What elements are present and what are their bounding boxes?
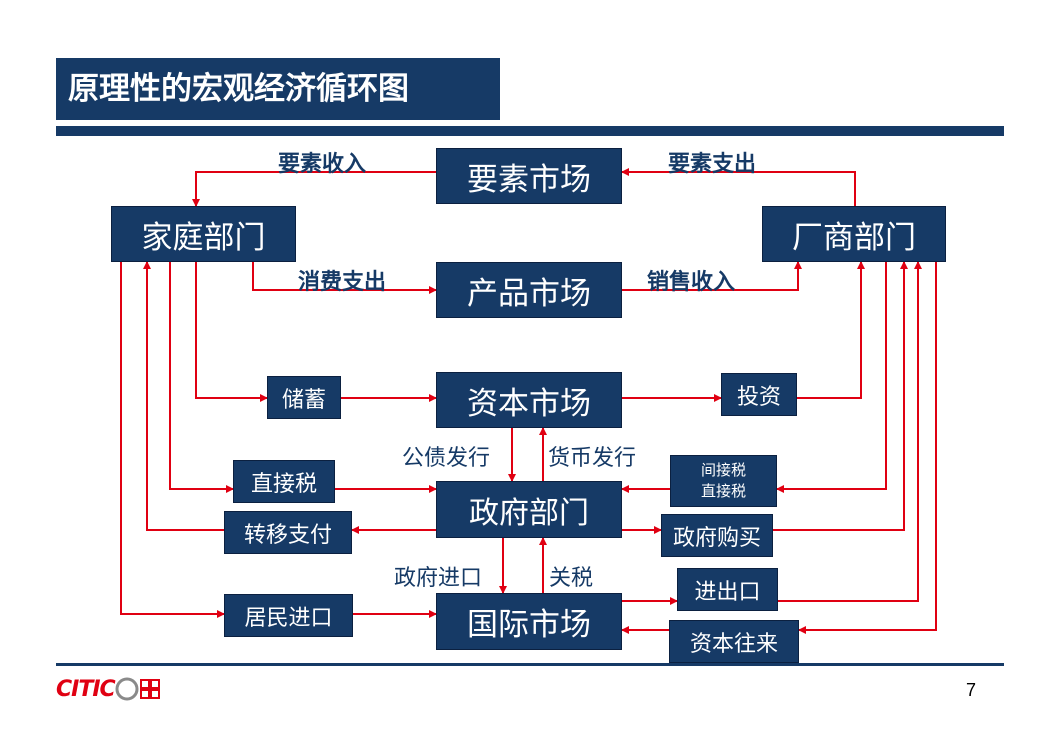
arrow-household-savings: [195, 262, 268, 402]
node-firm: 厂商部门: [762, 206, 946, 262]
node-government: 政府部门: [436, 481, 622, 538]
arrow-investment-firm: [797, 261, 865, 399]
node-transfer-payment: 转移支付: [224, 511, 352, 554]
arrow-consumption: [252, 262, 437, 294]
arrow-transfer-household: [143, 261, 224, 531]
node-savings: 储蓄: [267, 376, 341, 419]
title-rule: [56, 126, 1004, 136]
node-direct-tax: 直接税: [233, 460, 335, 503]
citic-logo: CITIC: [56, 676, 165, 702]
footer-rule: [56, 663, 1004, 666]
arrow-firm-tax: [776, 262, 887, 493]
arrow-sales-income: [622, 261, 802, 291]
node-capital-market: 资本市场: [436, 372, 622, 428]
arrow-household-tax: [169, 262, 234, 493]
label-sales-income: 销售收入: [647, 270, 736, 295]
label-gov-import: 政府进口: [394, 566, 483, 591]
label-factor-expense: 要素支出: [668, 152, 757, 177]
tax-line-indirect: 间接税: [700, 461, 746, 479]
label-consumption: 消费支出: [298, 270, 387, 295]
label-tariff: 关税: [549, 566, 594, 591]
node-gov-purchase: 政府购买: [661, 514, 773, 557]
node-factor-market: 要素市场: [436, 148, 622, 204]
node-household: 家庭部门: [111, 206, 296, 262]
label-bond-issue: 公债发行: [402, 446, 491, 471]
node-indirect-direct-tax: 间接税 直接税: [670, 455, 777, 507]
logo-text: CITIC: [56, 676, 116, 702]
label-factor-income: 要素收入: [278, 152, 367, 177]
tax-line-direct: 直接税: [700, 482, 746, 500]
node-intl-market: 国际市场: [436, 593, 622, 650]
arrow-firm-capitalflow: [798, 262, 937, 634]
node-import-export: 进出口: [677, 568, 778, 611]
arrow-household-import: [120, 262, 225, 618]
arrow-factor-income: [192, 171, 436, 207]
arrow-factor-expense: [621, 168, 856, 206]
page-number: 7: [966, 680, 977, 700]
node-resident-import: 居民进口: [224, 594, 353, 637]
arrow-purchase-firm: [773, 261, 908, 531]
label-money-issue: 货币发行: [548, 446, 637, 471]
node-capital-flow: 资本往来: [669, 620, 799, 663]
node-investment: 投资: [721, 373, 797, 416]
citic-emblem-icon: [115, 677, 160, 701]
slide-title: 原理性的宏观经济循环图: [56, 58, 500, 120]
node-product-market: 产品市场: [436, 262, 622, 318]
arrow-export-firm: [778, 261, 922, 602]
